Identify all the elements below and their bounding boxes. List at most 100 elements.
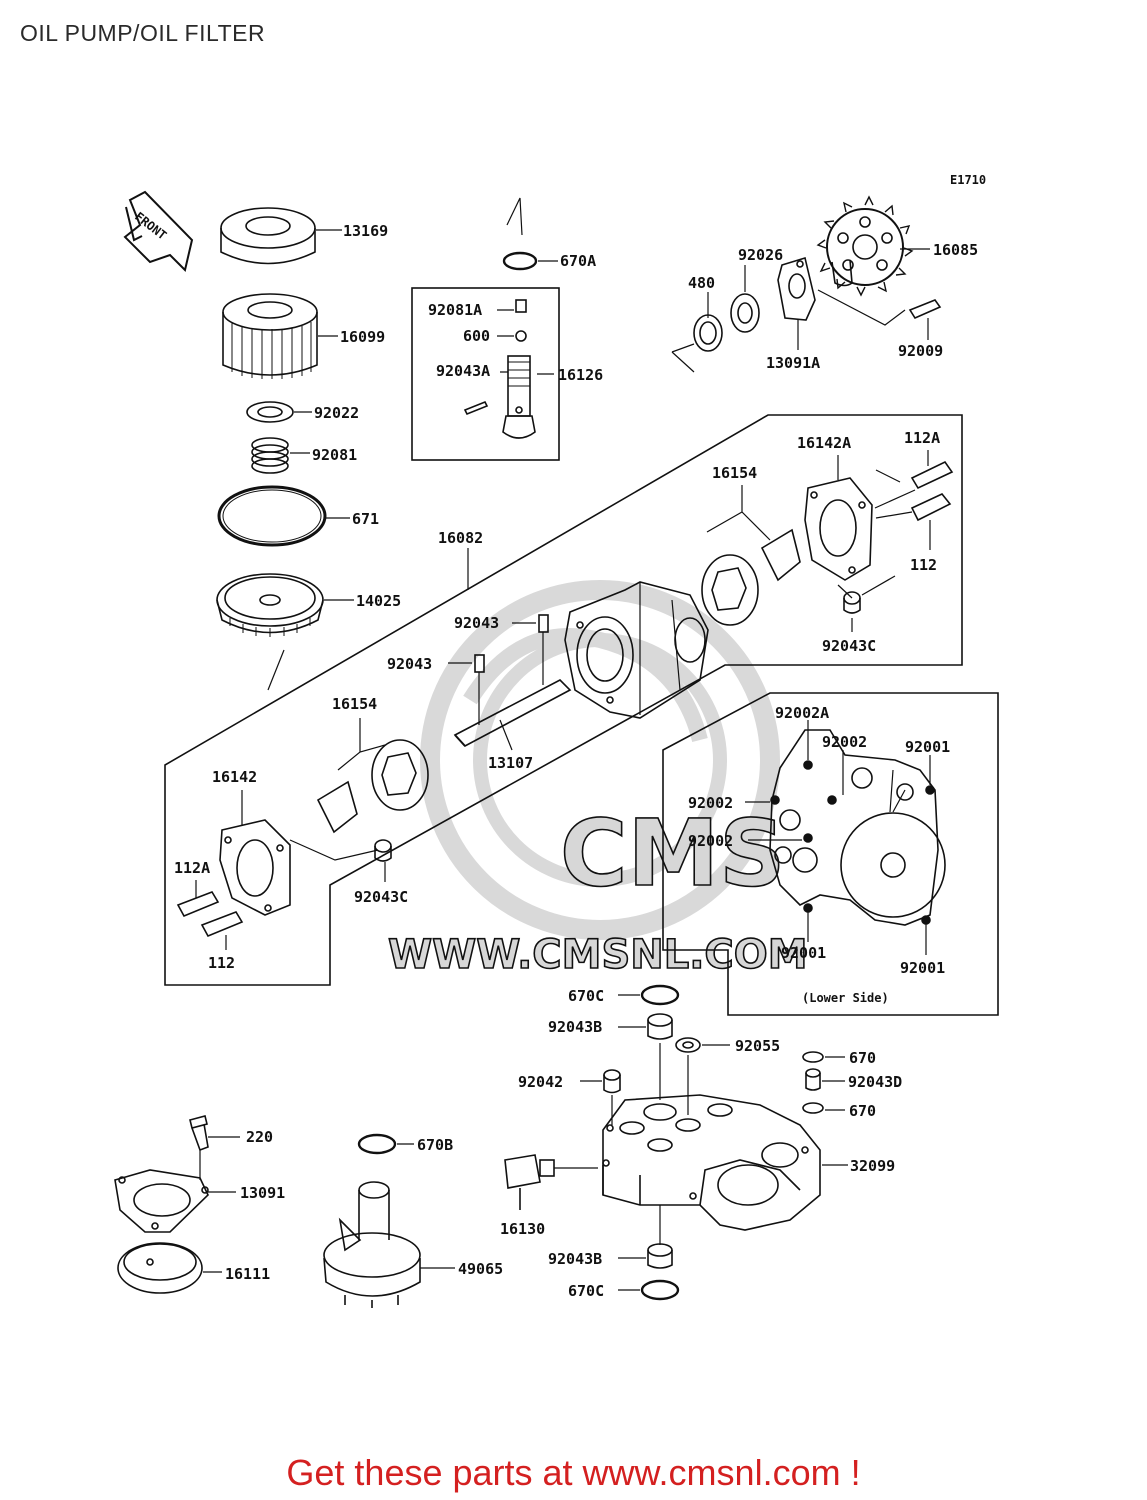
part-label-32099: 32099 [850,1157,895,1175]
part-label-670-lower: 670 [849,1102,876,1120]
part-label-92081A: 92081A [428,301,482,319]
part-label-92022: 92022 [314,404,359,422]
part-label-92055: 92055 [735,1037,780,1055]
part-label-112-bottom: 112 [208,954,235,972]
oil-filter-cover-13169 [220,207,316,265]
part-label-600: 600 [463,327,490,345]
fitting-16130 [504,1154,555,1210]
part-label-49065: 49065 [458,1260,503,1278]
part-label-13169: 13169 [343,222,388,240]
oil-filter-16099 [222,293,318,379]
part-label-92043B-bottom: 92043B [548,1250,602,1268]
pump-gear-16085 [816,195,914,297]
o-ring-670A [502,251,538,271]
part-label-92001-b: 92001 [781,944,826,962]
strainer-49065 [323,1181,421,1308]
o-ring-670-lower [802,1102,824,1114]
part-label-16111: 16111 [225,1265,270,1283]
o-ring-671 [217,485,327,547]
plate-13091 [114,1169,209,1233]
part-label-92002A: 92002A [775,704,829,722]
o-ring-670B [357,1133,397,1155]
pump-shaft-13107 [453,679,572,747]
watermark-url: WWW.CMSNL.COM [388,932,808,978]
relief-valve-16126 [502,355,536,439]
part-label-112A-top: 112A [904,429,940,447]
relief-valve-group-box [411,287,560,461]
pump-housing-lower-side [769,729,946,926]
part-label-112A-bottom: 112A [174,859,210,877]
part-label-92043-upper: 92043 [454,614,499,632]
part-label-92081: 92081 [312,446,357,464]
cmsnl-watermark: CMS WWW.CMSNL.COM [387,580,808,979]
part-label-92026: 92026 [738,246,783,264]
part-label-92001-c: 92001 [900,959,945,977]
part-label-92001-a: 92001 [905,738,950,756]
footer-link[interactable]: Get these parts at www.cmsnl.com ! [286,1452,861,1493]
spring-92081A [515,299,527,313]
part-label-16126: 16126 [558,366,603,384]
part-label-92043D: 92043D [848,1073,902,1091]
part-label-480: 480 [688,274,715,292]
part-label-16130: 16130 [500,1220,545,1238]
bolt-112A-bottom [176,891,220,918]
lower-side-view-frame [662,692,999,1016]
part-label-92043A: 92043A [436,362,490,380]
part-label-92009: 92009 [898,342,943,360]
o-ring-670-upper [802,1051,824,1063]
part-label-92043-lower: 92043 [387,655,432,673]
dowel-92042 [603,1069,621,1094]
part-label-670C-bottom: 670C [568,1282,604,1300]
pump-housing-32099 [602,1094,821,1231]
part-label-16082: 16082 [438,529,483,547]
shaft-holder-13091A [777,256,816,321]
dowel-92043D [805,1068,821,1091]
bolt-112-top [910,493,952,522]
front-arrow-icon: FRONT [123,190,194,272]
pin-92043-upper [538,614,549,633]
bolt-92009 [908,299,942,320]
part-label-670A: 670A [560,252,596,270]
dowel-92043C-top [843,591,861,614]
collar-92043B-bottom [647,1243,673,1269]
bolt-112A-top [910,460,954,490]
bolt-112-bottom [200,911,244,938]
o-ring-670C-top [640,984,680,1006]
rotor-16154-top [701,528,801,626]
washer-92026 [730,293,760,333]
part-label-92043C-bottom: 92043C [354,888,408,906]
oil-pump-assembly-frame-16082 [164,414,963,986]
seal-92055 [675,1037,701,1053]
part-label-92043C-top: 92043C [822,637,876,655]
oil-filter-base-14025 [216,573,324,637]
pump-body [564,581,709,719]
part-label-670B: 670B [417,1136,453,1154]
part-label-670C-top: 670C [568,987,604,1005]
diagram-code: E1710 [950,173,986,187]
part-label-92002-b: 92002 [688,794,733,812]
rotor-16154-bottom [316,739,429,834]
ball-600 [515,330,527,342]
part-label-13107: 13107 [488,754,533,772]
part-label-112-top: 112 [910,556,937,574]
cap-16111 [117,1242,203,1294]
part-label-13091A: 13091A [766,354,820,372]
part-label-14025: 14025 [356,592,401,610]
page-title: OIL PUMP/OIL FILTER [20,20,266,46]
lower-side-note: (Lower Side) [802,991,889,1005]
part-label-92002-a: 92002 [822,733,867,751]
part-label-92043B-top: 92043B [548,1018,602,1036]
part-label-16142A: 16142A [797,434,851,452]
part-label-671: 671 [352,510,379,528]
part-label-13091: 13091 [240,1184,285,1202]
part-label-220: 220 [246,1128,273,1146]
bolt-220 [189,1115,209,1152]
part-label-16085: 16085 [933,241,978,259]
part-label-670-upper: 670 [849,1049,876,1067]
washer-92022 [246,401,294,423]
pump-cover-16142 [219,819,291,916]
pump-cover-16142A [804,477,873,581]
part-label-16154-bottom: 16154 [332,695,377,713]
